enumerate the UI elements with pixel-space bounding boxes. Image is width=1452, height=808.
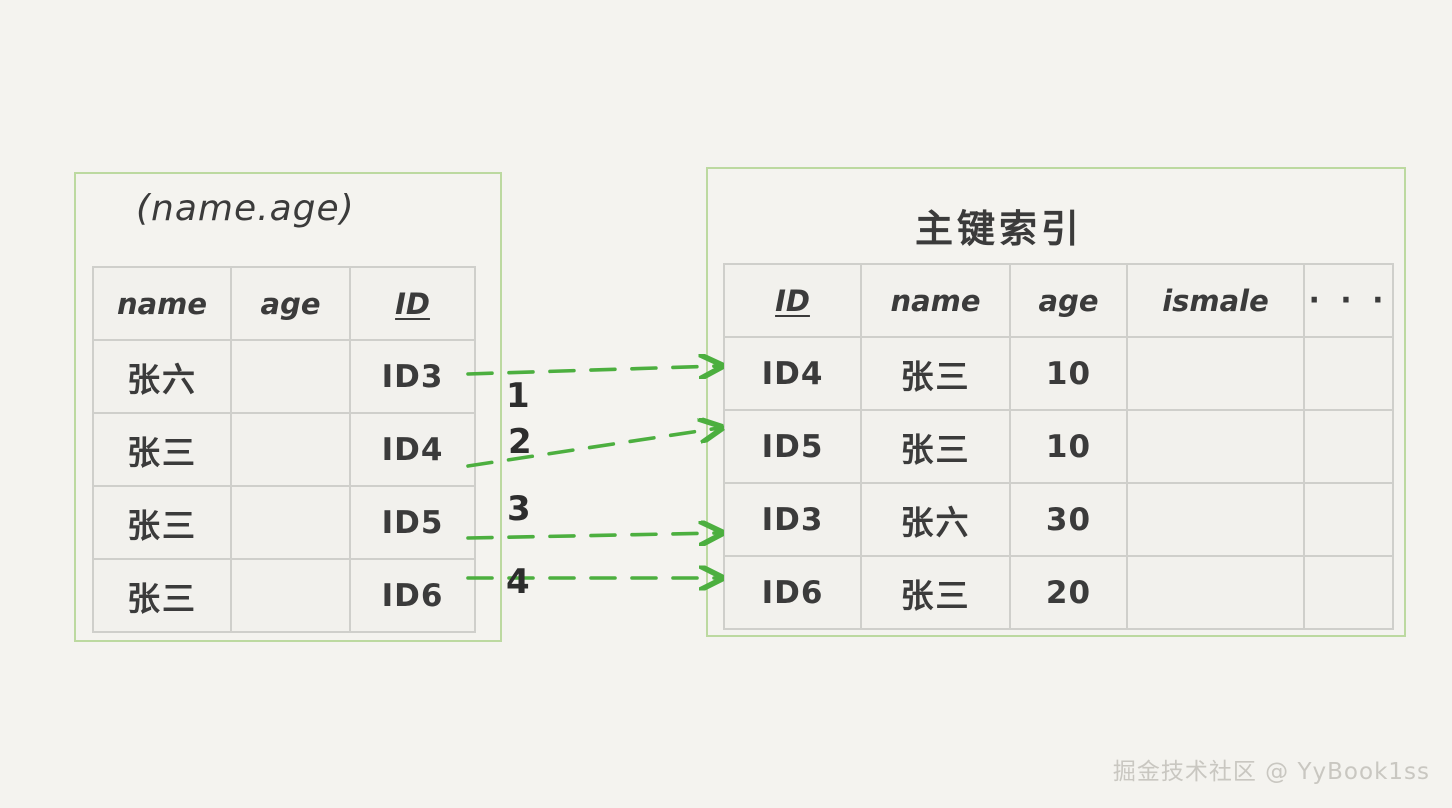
cell-age: 20 — [1009, 555, 1128, 630]
cell-id: ID5 — [349, 485, 476, 560]
step-label-1: 1 — [506, 376, 530, 416]
column-header-id: ID — [723, 263, 862, 338]
cell-id: ID3 — [349, 339, 476, 414]
primary-index-title: 主键索引 — [915, 207, 1084, 251]
secondary-index-title: (name.age) — [136, 188, 355, 229]
cell-id: ID3 — [723, 482, 862, 557]
cell-age — [230, 485, 351, 560]
cell-id: ID6 — [349, 558, 476, 633]
primary-index-table: ID name age ismale · · · ID4 张三 10 ID5 张… — [723, 263, 1394, 630]
table-header-row: ID name age ismale · · · — [723, 263, 1394, 338]
cell-id: ID6 — [723, 555, 862, 630]
cell-id: ID4 — [349, 412, 476, 487]
table-header-row: name age ID — [92, 266, 476, 341]
cell-ismale — [1126, 555, 1305, 630]
cell-name: 张三 — [92, 485, 232, 560]
step-label-2: 2 — [508, 422, 532, 462]
cell-name: 张六 — [92, 339, 232, 414]
arrow-3 — [466, 533, 719, 538]
cell-more — [1303, 482, 1394, 557]
cell-age: 10 — [1009, 336, 1128, 411]
column-header-age: age — [1009, 263, 1128, 338]
column-header-id: ID — [349, 266, 476, 341]
cell-ismale — [1126, 336, 1305, 411]
column-header-name: name — [92, 266, 232, 341]
cell-name: 张六 — [860, 482, 1011, 557]
cell-more — [1303, 336, 1394, 411]
cell-more — [1303, 555, 1394, 630]
column-header-name: name — [860, 263, 1011, 338]
step-label-4: 4 — [506, 562, 530, 602]
table-row: ID6 张三 20 — [723, 555, 1394, 630]
watermark: 掘金技术社区 @ YyBook1ss — [1112, 759, 1430, 785]
cell-id: ID5 — [723, 409, 862, 484]
cell-name: 张三 — [92, 412, 232, 487]
arrow-1 — [466, 366, 719, 374]
cell-more — [1303, 409, 1394, 484]
secondary-index-table: name age ID 张六 ID3 张三 ID4 张三 ID5 张三 — [92, 266, 476, 633]
arrow-2 — [466, 428, 719, 468]
cell-name: 张三 — [860, 409, 1011, 484]
table-row: ID5 张三 10 — [723, 409, 1394, 484]
table-row: ID3 张六 30 — [723, 482, 1394, 557]
cell-id: ID4 — [723, 336, 862, 411]
cell-ismale — [1126, 409, 1305, 484]
column-header-more: · · · — [1303, 263, 1394, 338]
cell-age — [230, 412, 351, 487]
cell-age — [230, 339, 351, 414]
cell-name: 张三 — [92, 558, 232, 633]
table-row: 张六 ID3 — [92, 339, 476, 414]
table-row: 张三 ID4 — [92, 412, 476, 487]
cell-age: 10 — [1009, 409, 1128, 484]
table-row: ID4 张三 10 — [723, 336, 1394, 411]
column-header-ismale: ismale — [1126, 263, 1305, 338]
cell-age — [230, 558, 351, 633]
table-row: 张三 ID5 — [92, 485, 476, 560]
step-label-3: 3 — [507, 489, 531, 529]
column-header-age: age — [230, 266, 351, 341]
cell-ismale — [1126, 482, 1305, 557]
table-row: 张三 ID6 — [92, 558, 476, 633]
cell-name: 张三 — [860, 555, 1011, 630]
cell-name: 张三 — [860, 336, 1011, 411]
cell-age: 30 — [1009, 482, 1128, 557]
